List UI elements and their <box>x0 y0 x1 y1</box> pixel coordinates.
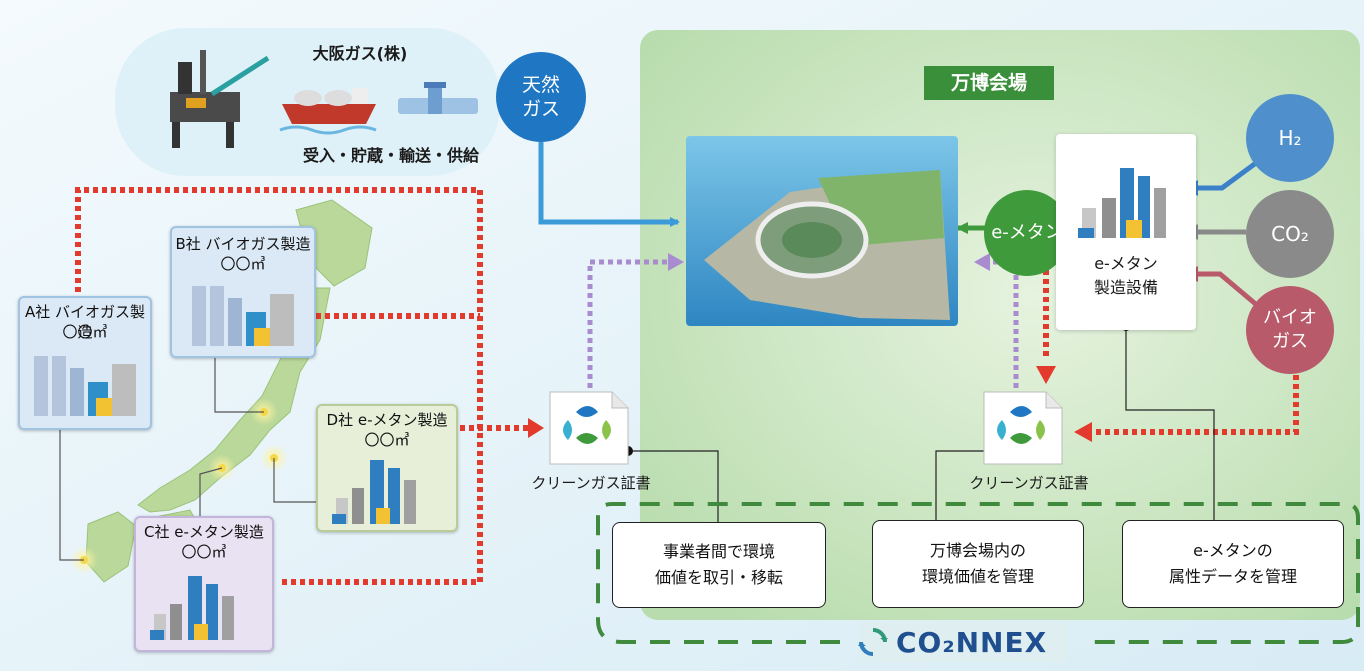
company-a-qty: 〇〇㎥ <box>62 323 108 341</box>
venue-label: 万博会場 <box>924 66 1054 100</box>
red-arrowhead-1 <box>528 418 544 438</box>
red-arrowhead-3 <box>1074 422 1092 442</box>
purple-arrowhead-1 <box>668 253 684 271</box>
co2-node: CO₂ <box>1246 190 1334 278</box>
company-b-qty: 〇〇㎥ <box>220 255 266 273</box>
certificate-right <box>980 390 1064 466</box>
connex-dashed-border <box>596 502 1360 644</box>
h2-node: H₂ <box>1246 94 1334 182</box>
company-c-box: C社 e-メタン製造 〇〇㎥ <box>134 516 274 652</box>
e-methane-facility-box: e-メタン 製造設備 <box>1056 134 1196 330</box>
biogas-node: バイオ ガス <box>1246 286 1334 374</box>
recycle-icon <box>858 628 888 656</box>
certificate-left-label: クリーンガス証書 <box>531 474 651 492</box>
attribute-info-box: e-メタンの 属性データを管理 <box>1122 520 1344 608</box>
certificate-icon <box>983 391 1063 465</box>
red-arrowhead-2 <box>1036 366 1056 384</box>
company-c-name: C社 e-メタン製造 <box>144 523 264 541</box>
certificate-left <box>546 390 630 466</box>
certificate-icon <box>549 391 629 465</box>
e-methane-plant-icon <box>332 460 416 524</box>
plant-icon <box>1078 168 1166 238</box>
company-d-qty: 〇〇㎥ <box>364 431 410 449</box>
company-d-box: D社 e-メタン製造 〇〇㎥ <box>316 404 458 532</box>
company-b-box: B社 バイオガス製造 〇〇㎥ <box>170 226 316 358</box>
osaka-gas-subtitle: 受入・貯蔵・輸送・供給 <box>302 146 479 165</box>
company-a-box: A社 バイオガス製造 〇〇㎥ <box>18 296 152 430</box>
company-c-qty: 〇〇㎥ <box>181 543 227 561</box>
venue-info-box: 万博会場内の 環境価値を管理 <box>872 520 1084 608</box>
natural-gas-node: 天然 ガス <box>496 52 586 142</box>
connex-logo: CO₂NNEX <box>858 622 1068 662</box>
company-a-name: A社 バイオガス製造 <box>24 303 146 341</box>
company-b-name: B社 バイオガス製造 <box>175 235 311 253</box>
oil-rig-icon <box>170 50 270 148</box>
e-methane-node: e-メタン <box>984 190 1070 276</box>
biogas-plant-icon <box>34 356 136 416</box>
venue-photo <box>686 136 958 326</box>
certificate-right-label: クリーンガス証書 <box>969 474 1089 492</box>
purple-arrowhead-2 <box>974 253 990 271</box>
pipeline-icon <box>398 82 478 114</box>
lng-ship-icon <box>279 88 377 135</box>
trade-info-box: 事業者間で環境 価値を取引・移転 <box>612 522 826 608</box>
company-d-name: D社 e-メタン製造 <box>326 411 448 429</box>
osaka-gas-title: 大阪ガス(株) <box>312 44 408 63</box>
e-methane-plant-icon <box>150 576 234 640</box>
facility-label: e-メタン 製造設備 <box>1093 254 1158 297</box>
biogas-plant-icon <box>192 286 294 346</box>
connex-brand-text: CO₂NNEX <box>896 625 1048 659</box>
